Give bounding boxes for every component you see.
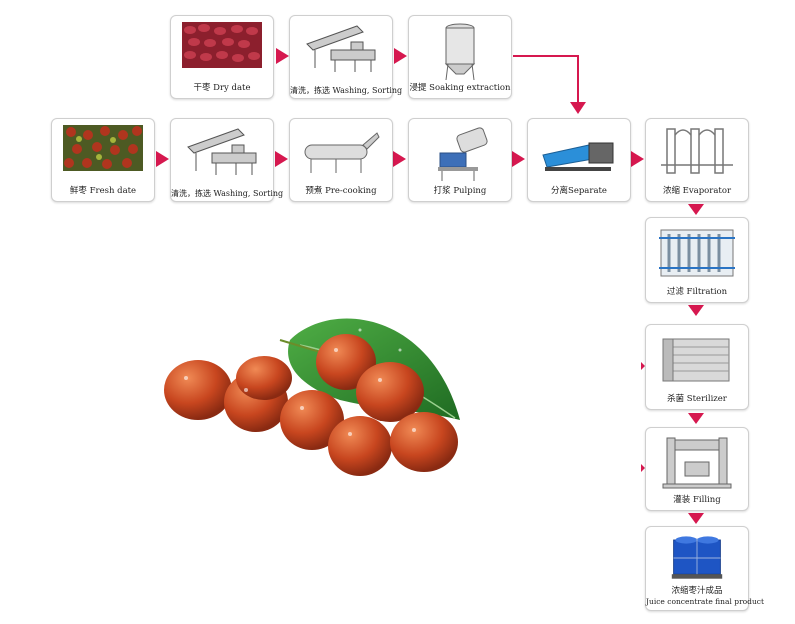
step-dry-date: 干枣 Dry date bbox=[170, 15, 274, 99]
label-pre-cooking: 预煮 Pre-cooking bbox=[305, 186, 377, 196]
label-dry-date: 干枣 Dry date bbox=[193, 83, 251, 93]
step-fresh-date: 鲜枣 Fresh date bbox=[51, 118, 155, 202]
filling-machine-icon bbox=[662, 437, 732, 489]
arrow-head-9 bbox=[688, 204, 704, 215]
side-tick-2 bbox=[641, 464, 645, 472]
step-pulping: 打浆 Pulping bbox=[408, 118, 512, 202]
step-soaking-extraction: 浸提 Soaking extraction bbox=[408, 15, 512, 99]
ibc-tank-icon bbox=[671, 536, 723, 579]
arrow-head-6 bbox=[393, 151, 406, 167]
label-washing-sorting-top: 清洗，拣选 Washing, Sorting bbox=[290, 86, 403, 95]
step-washing-sorting-top: 清洗，拣选 Washing, Sorting bbox=[289, 15, 403, 99]
arrow-head-10 bbox=[688, 305, 704, 316]
label-filtration: 过滤 Filtration bbox=[666, 287, 728, 297]
tank-icon bbox=[444, 23, 476, 81]
step-pre-cooking: 预煮 Pre-cooking bbox=[289, 118, 393, 202]
step-evaporator: 浓缩 Evaporator bbox=[645, 118, 749, 202]
sterilizer-icon bbox=[662, 338, 730, 382]
step-separate: 分离Separate bbox=[527, 118, 631, 202]
label-soaking-extraction: 浸提 Soaking extraction bbox=[409, 83, 511, 93]
arrow-head-1 bbox=[276, 48, 289, 64]
label-washing-sorting-bottom: 清洗，拣选 Washing, Sorting bbox=[171, 189, 284, 198]
step-filtration: 过滤 Filtration bbox=[645, 217, 749, 303]
arrow-head-11 bbox=[688, 413, 704, 424]
arrow-head-4 bbox=[156, 151, 169, 167]
label-final-product-en: Juice concentrate final product bbox=[646, 597, 765, 606]
side-tick-1 bbox=[641, 362, 645, 370]
arrow-soak-to-separate bbox=[513, 55, 579, 104]
step-washing-sorting-bottom: 清洗，拣选 Washing, Sorting bbox=[170, 118, 284, 202]
arrow-head-2 bbox=[394, 48, 407, 64]
step-sterilizer: 杀菌 Sterilizer bbox=[645, 324, 749, 410]
step-filling: 灌装 Filling bbox=[645, 427, 749, 511]
label-final-product-cn: 浓缩枣汁成品 bbox=[671, 586, 723, 596]
washing-machine-icon bbox=[187, 128, 257, 175]
arrow-head-3 bbox=[570, 102, 586, 114]
centrifuge-icon bbox=[542, 142, 614, 171]
filter-icon bbox=[659, 229, 735, 277]
dates-photo-icon bbox=[63, 125, 143, 171]
label-sterilizer: 杀菌 Sterilizer bbox=[667, 394, 727, 404]
label-evaporator: 浓缩 Evaporator bbox=[662, 186, 732, 196]
step-final-product: 浓缩枣汁成品 Juice concentrate final product bbox=[645, 526, 765, 611]
label-fresh-date: 鲜枣 Fresh date bbox=[69, 186, 137, 196]
jujube-fruits bbox=[164, 334, 458, 476]
arrow-head-8 bbox=[631, 151, 644, 167]
jujube-photo bbox=[164, 318, 460, 476]
arrow-head-5 bbox=[275, 151, 288, 167]
label-separate: 分离Separate bbox=[551, 186, 607, 196]
label-pulping: 打浆 Pulping bbox=[433, 186, 487, 196]
evaporator-icon bbox=[661, 128, 733, 174]
label-filling: 灌装 Filling bbox=[673, 495, 721, 505]
arrow-head-7 bbox=[512, 151, 525, 167]
pre-cooker-icon bbox=[304, 132, 380, 173]
washing-machine-icon bbox=[306, 25, 376, 72]
arrow-head-12 bbox=[688, 513, 704, 524]
pulper-icon bbox=[438, 127, 488, 181]
dates-photo-icon bbox=[182, 22, 262, 68]
